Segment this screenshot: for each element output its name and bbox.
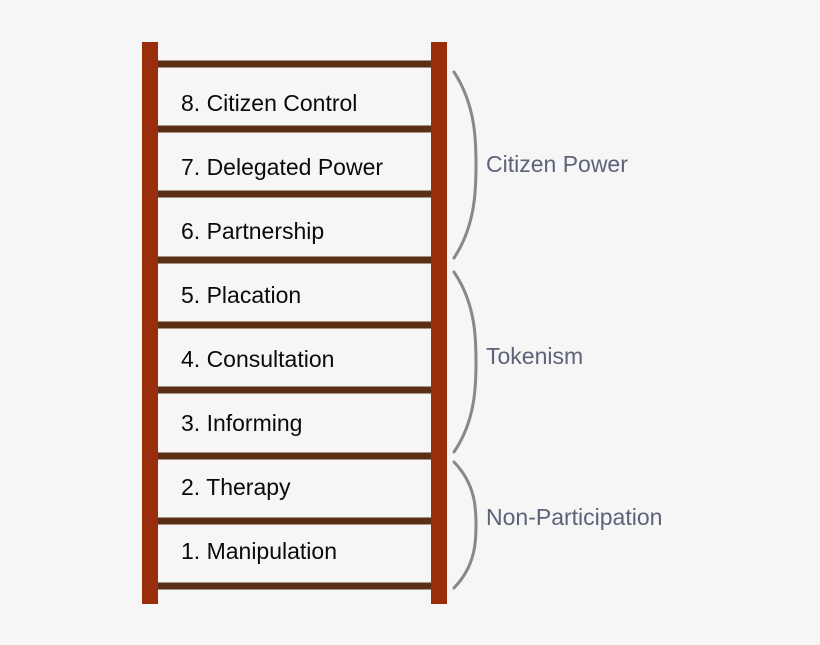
- step-label-citizen-control: 8. Citizen Control: [181, 90, 358, 116]
- group-braces: [452, 70, 478, 590]
- step-label-delegated-power: 7. Delegated Power: [181, 154, 384, 180]
- step-label-informing: 3. Informing: [181, 410, 303, 436]
- group-label-non-participation: Non-Participation: [486, 504, 663, 530]
- step-label-consultation: 4. Consultation: [181, 346, 335, 372]
- step-label-therapy: 2. Therapy: [181, 474, 291, 500]
- group-label-tokenism: Tokenism: [486, 343, 584, 369]
- ladder-rungs: [150, 60, 439, 590]
- step-label-manipulation: 1. Manipulation: [181, 538, 337, 564]
- step-label-placation: 5. Placation: [181, 282, 302, 308]
- step-label-partnership: 6. Partnership: [181, 218, 325, 244]
- group-label-citizen-power: Citizen Power: [486, 151, 628, 177]
- brace-citizen-power: [452, 70, 478, 260]
- brace-tokenism: [452, 270, 478, 454]
- brace-non-participation: [452, 460, 478, 590]
- ladder-right-rail: [431, 42, 447, 604]
- ladder-left-rail: [142, 42, 158, 604]
